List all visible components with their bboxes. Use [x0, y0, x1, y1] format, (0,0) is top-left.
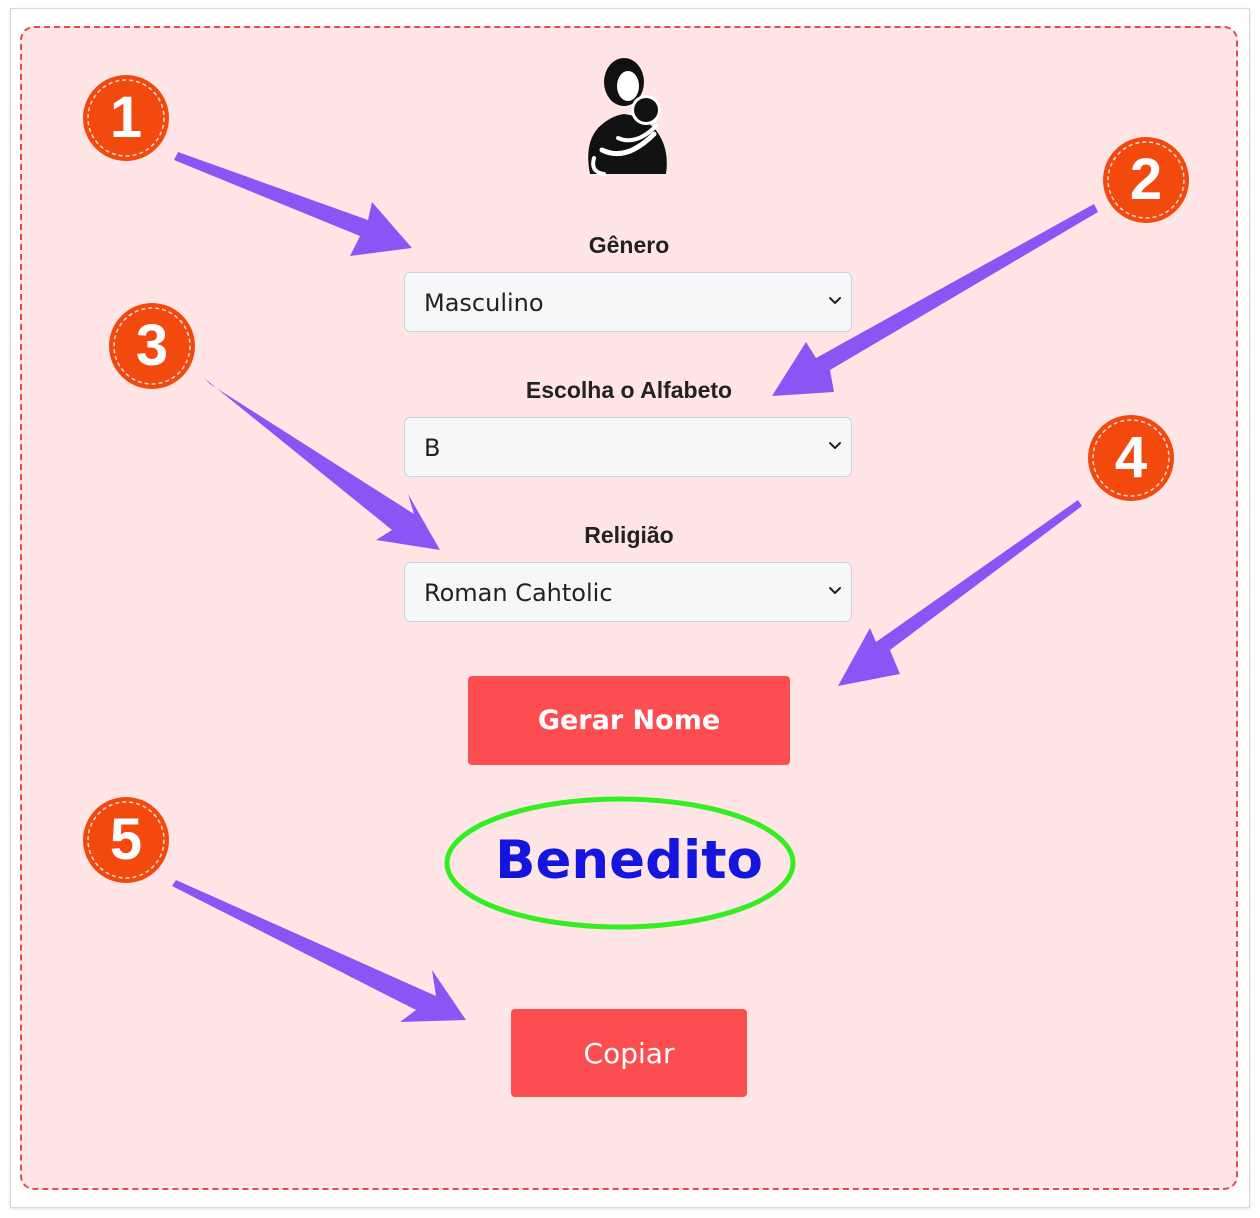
religion-select-value: Roman Cahtolic	[424, 579, 613, 607]
alphabet-select[interactable]: B	[404, 417, 852, 477]
generated-name: Benedito	[495, 830, 763, 891]
step-badge-1: 1	[83, 75, 169, 161]
step-badge-2: 2	[1103, 137, 1189, 223]
chevron-down-icon	[829, 587, 841, 594]
step-badge-1-label: 1	[110, 85, 142, 150]
step-badge-3-label: 3	[136, 313, 168, 378]
step-badge-5: 5	[83, 797, 169, 883]
step-badge-2-label: 2	[1130, 147, 1162, 212]
alphabet-label: Escolha o Alfabeto	[525, 377, 733, 403]
result-highlight-ellipse	[444, 796, 796, 930]
step-badge-3: 3	[109, 303, 195, 389]
alphabet-select-value: B	[424, 434, 441, 462]
generate-name-button[interactable]: Gerar Nome	[468, 676, 790, 765]
step-badge-5-label: 5	[110, 807, 142, 872]
chevron-down-icon	[829, 442, 841, 449]
mother-holding-baby-icon	[588, 58, 667, 176]
gender-select-value: Masculino	[424, 289, 544, 317]
gender-label: Gênero	[588, 232, 670, 258]
chevron-down-icon	[829, 297, 841, 304]
copy-button[interactable]: Copiar	[511, 1009, 747, 1097]
religion-select[interactable]: Roman Cahtolic	[404, 562, 852, 622]
gender-select[interactable]: Masculino	[404, 272, 852, 332]
religion-label: Religião	[584, 522, 674, 548]
step-badge-4: 4	[1088, 415, 1174, 501]
step-badge-4-label: 4	[1115, 425, 1147, 490]
